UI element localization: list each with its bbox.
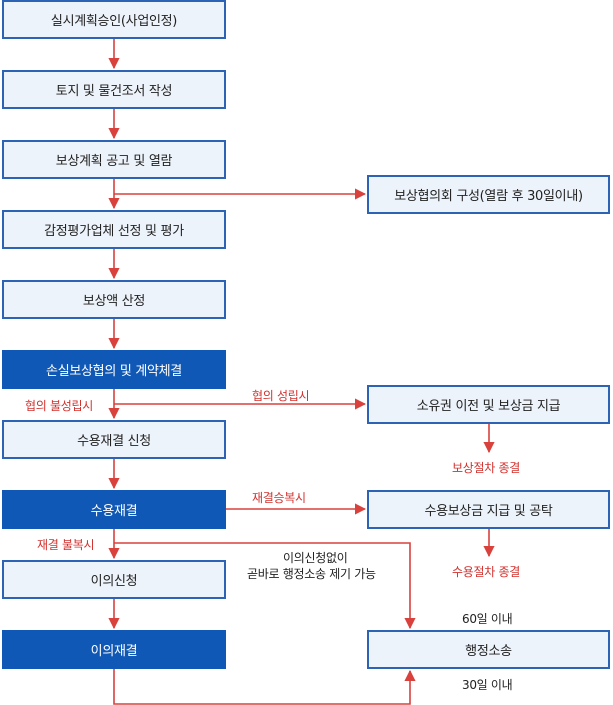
note-direct-suit-1: 이의신청없이	[283, 551, 348, 565]
step-project-approval: 실시계획승인(사업인정)	[2, 0, 226, 39]
label-agree: 협의 성립시	[252, 389, 310, 403]
step-negotiation-contract: 손실보상협의 및 계약체결	[2, 350, 226, 389]
note-direct-suit-2: 곧바로 행정소송 제기 가능	[247, 567, 376, 581]
step-expropriation-request: 수용재결 신청	[2, 420, 226, 459]
step-payment-deposit: 수용보상금 지급 및 공탁	[367, 490, 610, 529]
label-ruling-reject: 재결 불복시	[37, 538, 95, 552]
step-land-survey: 토지 및 물건조서 작성	[2, 70, 226, 109]
step-objection-ruling: 이의재결	[2, 630, 226, 669]
step-administrative-suit: 행정소송	[367, 630, 610, 669]
step-expropriation-ruling: 수용재결	[2, 490, 226, 529]
label-disagree: 협의 불성립시	[25, 399, 93, 413]
arrow-ruling-reject	[114, 542, 416, 630]
label-end-compensation: 보상절차 종결	[452, 461, 520, 475]
step-compensation-notice: 보상계획 공고 및 열람	[2, 140, 226, 179]
note-within-60-days: 60일 이내	[462, 612, 513, 626]
step-appraisal: 감정평가업체 선정 및 평가	[2, 210, 226, 249]
step-compensation-committee: 보상협의회 구성(열람 후 30일이내)	[367, 175, 610, 214]
step-objection: 이의신청	[2, 560, 226, 599]
note-within-30-days: 30일 이내	[462, 678, 513, 692]
arrow-recheck-to-suit	[113, 669, 416, 705]
label-end-expropriation: 수용절차 종결	[452, 565, 520, 579]
label-ruling-accept: 재결승복시	[252, 491, 306, 505]
step-compensation-calc: 보상액 산정	[2, 280, 226, 319]
step-ownership-transfer: 소유권 이전 및 보상금 지급	[367, 385, 610, 424]
